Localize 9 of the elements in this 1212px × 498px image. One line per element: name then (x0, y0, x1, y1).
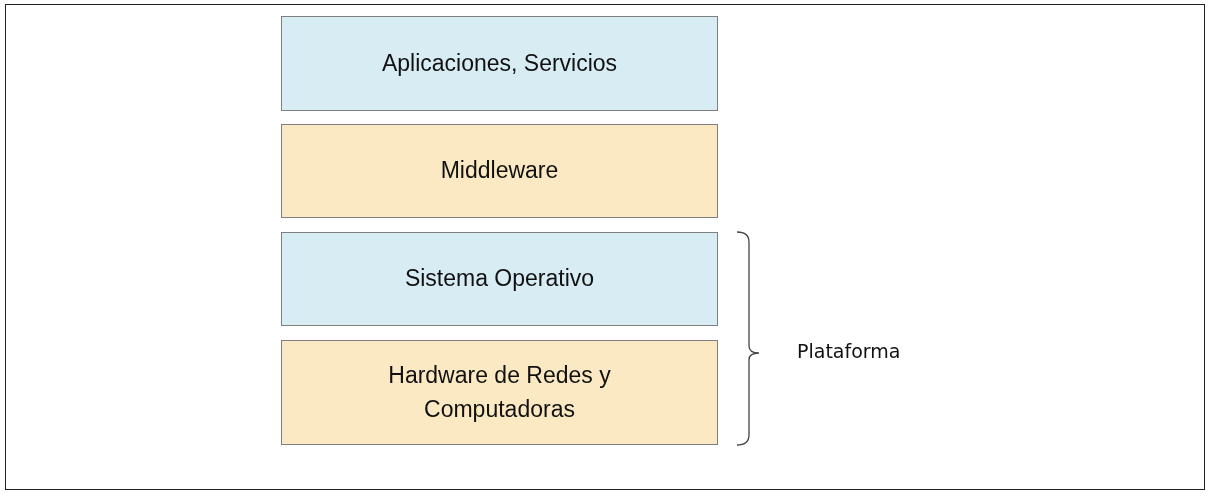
bracket-label: Plataforma (797, 340, 901, 362)
layer-label: Aplicaciones, Servicios (381, 48, 618, 78)
layer-box (281, 124, 718, 218)
layer-box (281, 340, 718, 445)
layer-label: Middleware (440, 156, 559, 186)
layer-label: Sistema Operativo (404, 264, 595, 294)
layer-box (281, 16, 718, 111)
layer-box (281, 232, 718, 326)
layer-label: Hardware de Redes y Computadoras (387, 361, 612, 424)
